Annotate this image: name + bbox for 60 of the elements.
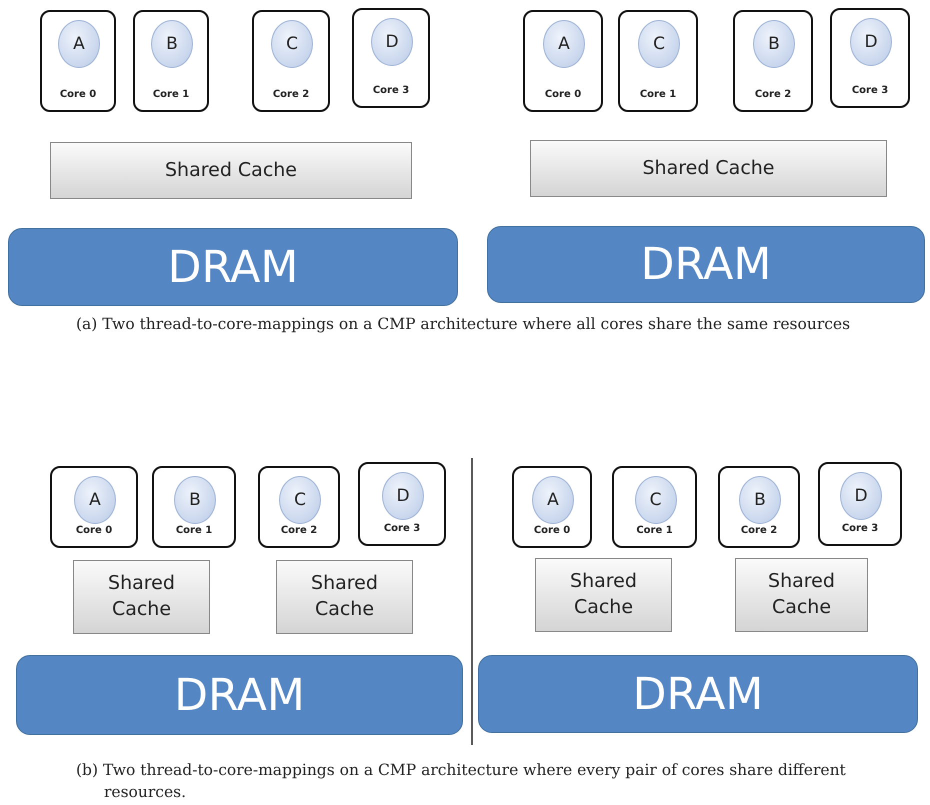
figure-caption: (b) Two thread-to-core-mappings on a CMP architecture where every pair of cores share different resources.: [76, 760, 847, 803]
thread-circle: A: [58, 20, 100, 68]
core-label: Core 2: [754, 89, 792, 100]
core-box: [618, 10, 698, 112]
core-label: Core 0: [74, 525, 114, 536]
core-label: Core 1: [152, 89, 190, 100]
core-box: [50, 466, 138, 548]
core-label: Core 3: [850, 85, 890, 96]
core-box: [512, 466, 592, 548]
core-label: Core 1: [174, 525, 214, 536]
thread-circle: B: [753, 20, 795, 68]
core-label: Core 3: [382, 523, 422, 534]
core-box: [358, 462, 446, 546]
core-label: Core 1: [635, 525, 674, 536]
cache-box: Shared Cache: [535, 558, 672, 632]
thread-circle: C: [271, 20, 313, 68]
core-label: Core 0: [58, 89, 98, 100]
core-box: [258, 466, 340, 548]
dram-bar: DRAM: [16, 655, 463, 735]
dram-bar: DRAM: [487, 226, 925, 303]
thread-circle: C: [634, 476, 676, 524]
thread-circle: D: [850, 18, 892, 66]
cache-box: Shared Cache: [73, 560, 210, 634]
thread-circle: A: [543, 20, 585, 68]
core-box: [830, 8, 910, 108]
core-box: [523, 10, 603, 112]
core-label: Core 0: [544, 89, 582, 100]
thread-circle: D: [840, 472, 882, 520]
thread-circle: A: [532, 476, 574, 524]
core-box: [718, 466, 800, 548]
core-box: [133, 10, 209, 112]
figure-caption: (a) Two thread-to-core-mappings on a CMP architecture where all cores share the same resources: [76, 314, 852, 335]
core-label: Core 3: [840, 523, 880, 534]
thread-circle: C: [279, 476, 321, 524]
core-box: [40, 10, 116, 112]
core-label: Core 0: [532, 525, 572, 536]
thread-circle: B: [151, 20, 193, 68]
core-box: [352, 8, 430, 108]
dram-bar: DRAM: [8, 228, 458, 306]
core-label: Core 3: [372, 85, 410, 96]
thread-circle: A: [74, 476, 116, 524]
cache-box: Shared Cache: [276, 560, 413, 634]
core-box: [252, 10, 330, 112]
cache-box: Shared Cache: [530, 140, 887, 197]
core-box: [612, 466, 697, 548]
core-box: [733, 10, 813, 112]
thread-circle: B: [174, 476, 216, 524]
cache-box: Shared Cache: [50, 142, 412, 199]
dram-bar: DRAM: [478, 655, 918, 733]
thread-circle: B: [739, 476, 781, 524]
thread-circle: D: [382, 472, 424, 520]
core-label: Core 2: [740, 525, 778, 536]
core-box: [152, 466, 236, 548]
core-label: Core 2: [272, 89, 310, 100]
core-box: [818, 462, 902, 546]
thread-circle: C: [638, 20, 680, 68]
core-label: Core 1: [638, 89, 678, 100]
core-label: Core 2: [280, 525, 318, 536]
thread-circle: D: [371, 18, 413, 66]
cache-box: Shared Cache: [735, 558, 868, 632]
